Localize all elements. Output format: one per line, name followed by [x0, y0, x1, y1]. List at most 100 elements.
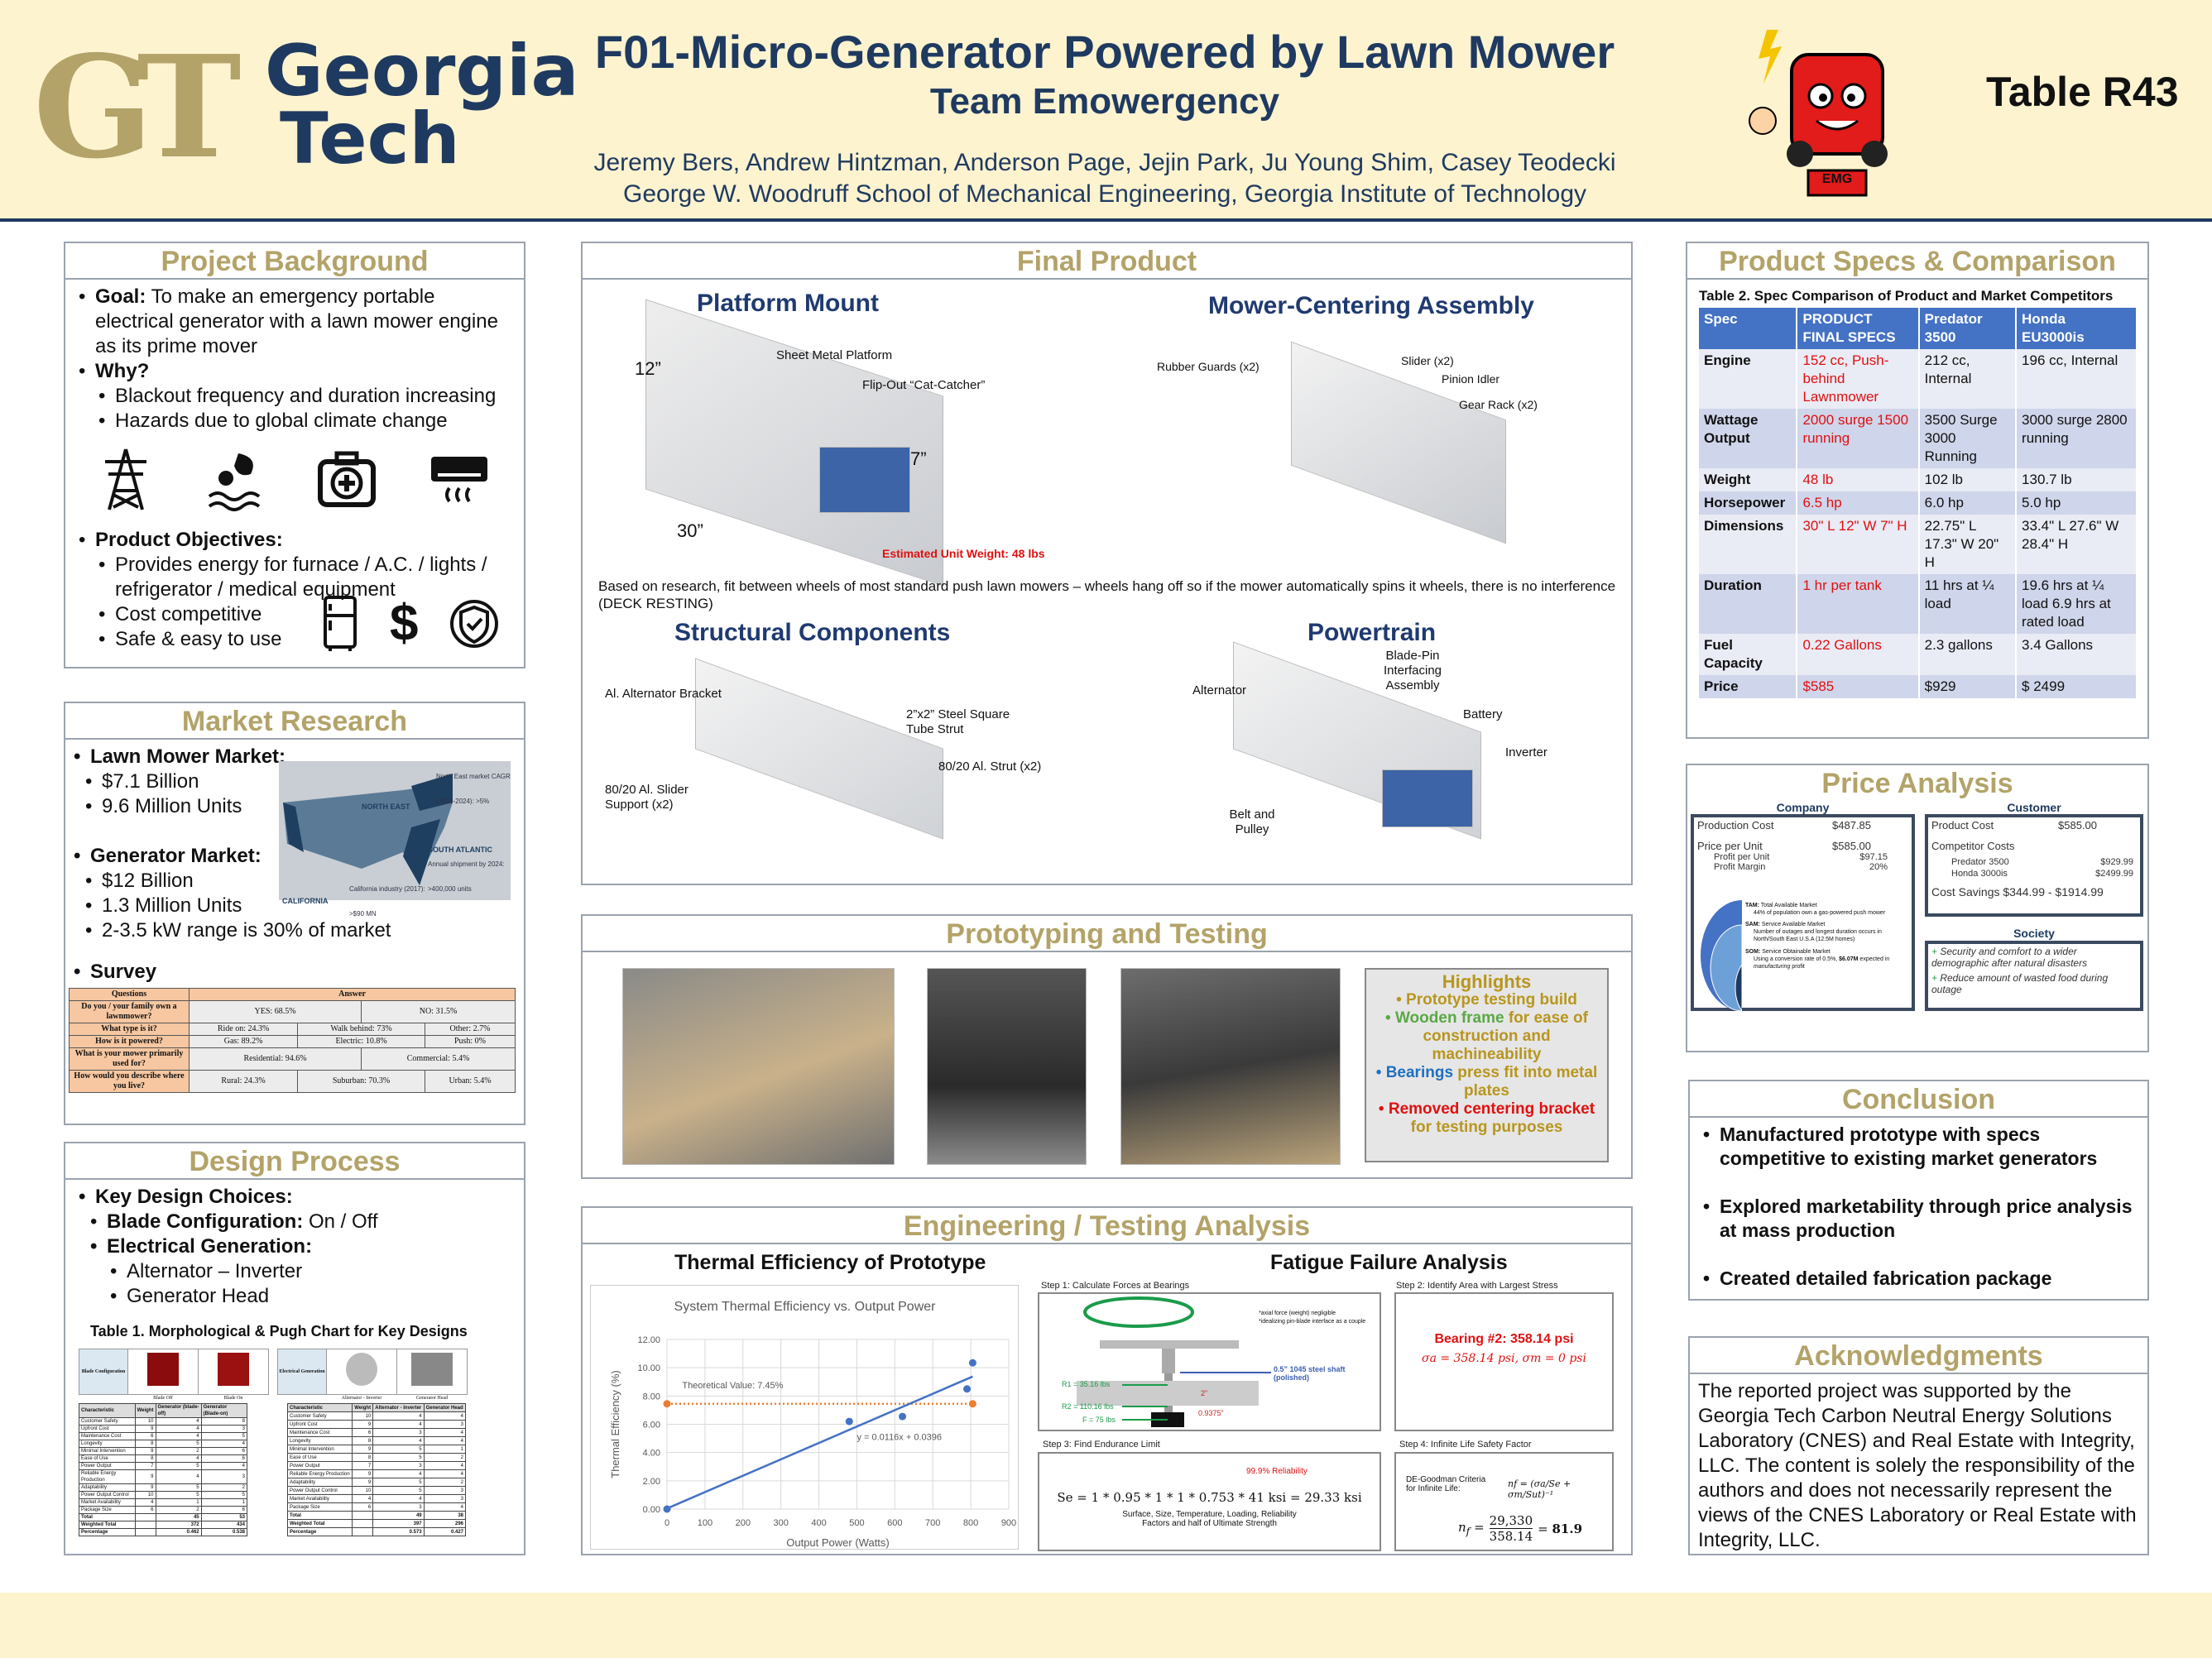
callout-label: 2”x2” Steel Square Tube Strut: [906, 707, 1010, 736]
callout-label: Blade-Pin Interfacing Assembly: [1383, 649, 1442, 692]
y-tick-label: 8.00: [643, 1392, 660, 1402]
poster-footer: [0, 1593, 2212, 1658]
why-reason: Hazards due to global climate change: [74, 409, 516, 434]
generator-head-image: [411, 1353, 453, 1386]
hazard-icons-row: [74, 437, 516, 520]
prototype-photo-mower: [927, 968, 1087, 1165]
mascot-badge: EMG: [1821, 172, 1853, 186]
x-tick-label: 300: [773, 1518, 788, 1528]
callout-label: Flip-Out “Cat-Catcher”: [862, 378, 986, 392]
thermal-title: Thermal Efficiency of Prototype: [674, 1251, 986, 1274]
elec-option: Generator Head: [65, 1284, 516, 1309]
highlight-item: • Removed centering bracket for testing …: [1378, 1100, 1595, 1136]
design-process-panel: Design Process Key Design Choices: Blade…: [64, 1142, 525, 1555]
trendline-equation: y = 0.0116x + 0.0396: [856, 1432, 942, 1442]
map-note: North East market CAGR (2018-2024): >5%: [436, 773, 511, 805]
y-tick-label: 10.00: [637, 1363, 660, 1373]
goal-item: Goal: To make an emergency portable elec…: [74, 285, 516, 359]
structural-title: Structural Components: [674, 619, 951, 646]
survey-label: Survey: [69, 960, 516, 985]
shaft-label: 0.5” 1045 steel shaft (polished): [1274, 1365, 1346, 1382]
x-tick-label: 900: [1001, 1518, 1016, 1528]
dimension-label: 12”: [635, 358, 661, 379]
conclusion-panel: Conclusion Manufactured prototype with s…: [1688, 1080, 2149, 1301]
powertrain-title: Powertrain: [1308, 619, 1437, 646]
centering-assembly-title: Mower-Centering Assembly: [1208, 292, 1534, 319]
force-label: R2 = 110.16 lbs: [1062, 1402, 1114, 1411]
callout-label: Rubber Guards (x2): [1157, 360, 1260, 373]
blade-config-item: Blade Configuration: On / Off: [65, 1210, 516, 1234]
society-item: + Security and comfort to a wider demogr…: [1931, 946, 2088, 969]
society-box: + Security and comfort to a wider demogr…: [1925, 941, 2143, 1011]
product-specs-panel: Product Specs & Comparison Table 2. Spec…: [1686, 242, 2149, 739]
market-stat: 1.3 Million Units: [60, 894, 516, 918]
blade-off-image: [147, 1353, 179, 1386]
data-point: [968, 1359, 976, 1367]
stress-equation: σa = 358.14 psi, σm = 0 psi: [1422, 1352, 1586, 1365]
objective: Provides energy for furnace / A.C. / lig…: [74, 553, 516, 602]
table-caption: Table 1. Morphological & Pugh Chart for …: [90, 1323, 468, 1339]
elec-gen-item: Electrical Generation:: [65, 1234, 516, 1259]
storm-flood-icon: [208, 453, 261, 511]
callout-label: Pinion Idler: [1442, 372, 1500, 386]
mower-mascot-logo: EMG: [1742, 22, 1899, 199]
map-label: SOUTH ATLANTIC: [428, 846, 492, 854]
market-stat: $7.1 Billion: [60, 769, 516, 794]
conclusion-item: Explored marketability through price ana…: [1698, 1195, 2139, 1243]
fit-note: Based on research, fit between wheels of…: [598, 578, 1616, 611]
callout-label: Battery: [1463, 707, 1503, 721]
data-point: [963, 1385, 972, 1393]
thermal-chart-svg: System Thermal Efficiency vs. Output Pow…: [609, 1300, 1016, 1549]
step4-label: Step 4: Infinite Life Safety Factor: [1399, 1440, 1532, 1450]
survey-row: How would you describe where you live?Ru…: [69, 1070, 516, 1093]
reliability-note: 99.9% Reliability: [1246, 1467, 1308, 1476]
spec-row: Price$585$929$ 2499: [1699, 675, 2138, 698]
market-research-panel: Market Research Lawn Mower Market: $7.1 …: [64, 702, 525, 1125]
step3-box: 99.9% Reliability Se = 1 * 0.95 * 1 * 1 …: [1038, 1452, 1381, 1551]
y-axis-label: Thermal Efficiency (%): [609, 1370, 621, 1478]
force-label: F = 75 lbs: [1082, 1416, 1116, 1424]
section-title: Product Specs & Comparison: [1687, 243, 2147, 280]
bearing-stress: Bearing #2: 358.14 psi: [1434, 1332, 1574, 1346]
data-point: [899, 1412, 907, 1421]
force-label: R1 = 35.16 lbs: [1062, 1380, 1111, 1388]
market-stat: $12 Billion: [60, 869, 516, 894]
thermal-chart: System Thermal Efficiency vs. Output Pow…: [590, 1285, 1019, 1550]
theoretical-point: [663, 1400, 671, 1408]
x-axis-label: Output Power (Watts): [786, 1536, 890, 1549]
elec-option: Alternator – Inverter: [65, 1259, 516, 1284]
callout-label: Gear Rack (x2): [1459, 398, 1538, 411]
x-tick-label: 0: [665, 1518, 669, 1528]
assumption-note: *axial force (weight) negligible: [1259, 1311, 1336, 1316]
y-tick-label: 6.00: [643, 1421, 660, 1430]
acknowledgment-text: The reported project was supported by th…: [1698, 1380, 2137, 1551]
highlight-item: • Wooden frame for ease of construction …: [1385, 1009, 1588, 1063]
endurance-caption: Factors and half of Ultimate Strength: [1142, 1519, 1277, 1528]
cost-savings: Cost Savings $344.99 - $1914.99: [1931, 885, 2104, 898]
company-title: Company: [1776, 801, 1830, 814]
objective: Cost competitive: [74, 602, 516, 627]
step4-box: DE-Goodman Criteria for Infinite Life: n…: [1394, 1452, 1614, 1551]
